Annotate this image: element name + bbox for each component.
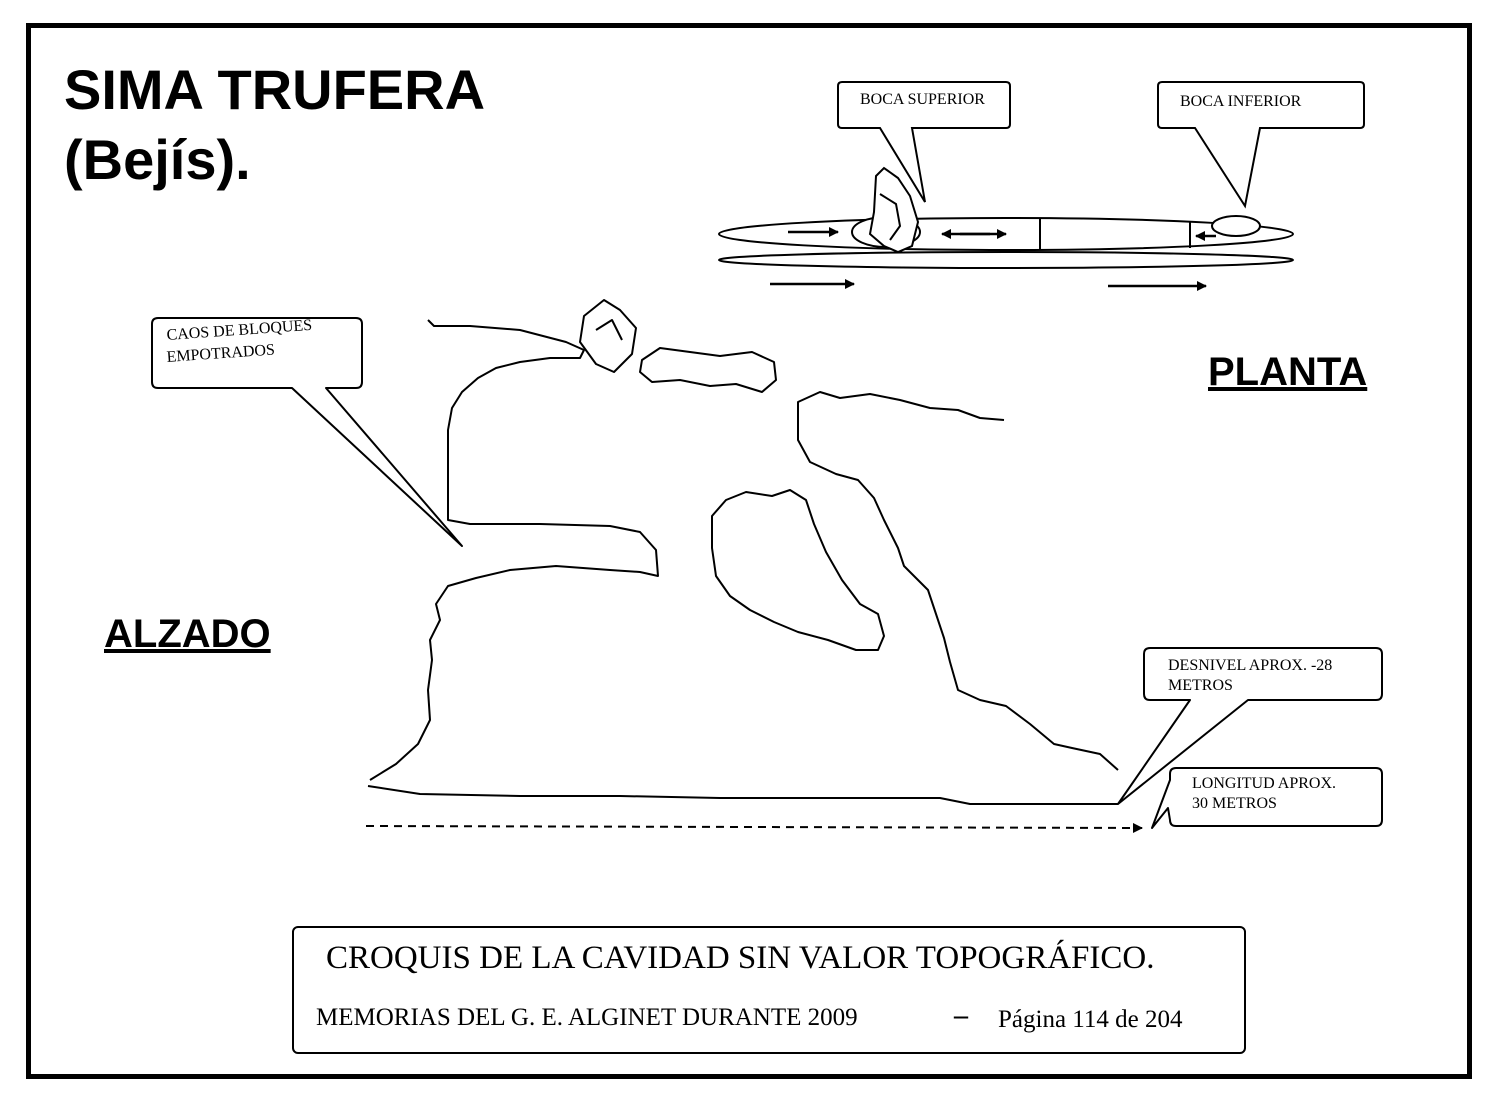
heading-alzado: ALZADO (104, 612, 271, 656)
cave-outline-right (797, 391, 1119, 771)
plan-lower-mouth (1211, 215, 1261, 237)
label-boca-inferior: BOCA INFERIOR (1180, 93, 1302, 110)
cave-outline-top (369, 319, 659, 781)
callout-caos-bloques (151, 317, 463, 547)
label-boca-superior: BOCA SUPERIOR (860, 91, 985, 108)
boulder (579, 299, 637, 373)
title-line-1: SIMA TRUFERA (64, 58, 486, 121)
boulder (639, 347, 777, 393)
plan-arrows (770, 227, 1216, 291)
plan-gallery-lower (718, 251, 1294, 269)
footer-box (292, 926, 1246, 1054)
callout-boca-superior (837, 81, 1011, 203)
length-arrow (365, 822, 1143, 833)
callout-desnivel (1117, 647, 1383, 805)
footer-memoir: MEMORIAS DEL G. E. ALGINET DURANTE 2009 (316, 1004, 858, 1031)
footer-page-number: Página 114 de 204 (998, 1006, 1183, 1033)
label-desnivel-line-2: METROS (1168, 677, 1233, 694)
elevation-view (151, 299, 1383, 829)
label-longitud-line-2: 30 METROS (1192, 795, 1277, 812)
heading-planta: PLANTA (1208, 350, 1368, 394)
callout-boca-inferior (1157, 81, 1365, 209)
callout-longitud (1151, 767, 1383, 829)
footer-disclaimer: CROQUIS DE LA CAVIDAD SIN VALOR TOPOGRÁF… (326, 940, 1155, 976)
page-frame (26, 23, 1472, 1079)
title-line-2: (Bejís). (64, 128, 251, 191)
footer-separator: – (954, 1000, 968, 1031)
rock-pillar (711, 489, 885, 651)
label-desnivel-line-1: DESNIVEL APROX. -28 (1168, 657, 1333, 674)
plan-gallery-upper (718, 217, 1294, 251)
label-longitud-line-1: LONGITUD APROX. (1192, 775, 1336, 792)
plan-view (718, 81, 1365, 269)
cave-floor (367, 785, 1118, 805)
